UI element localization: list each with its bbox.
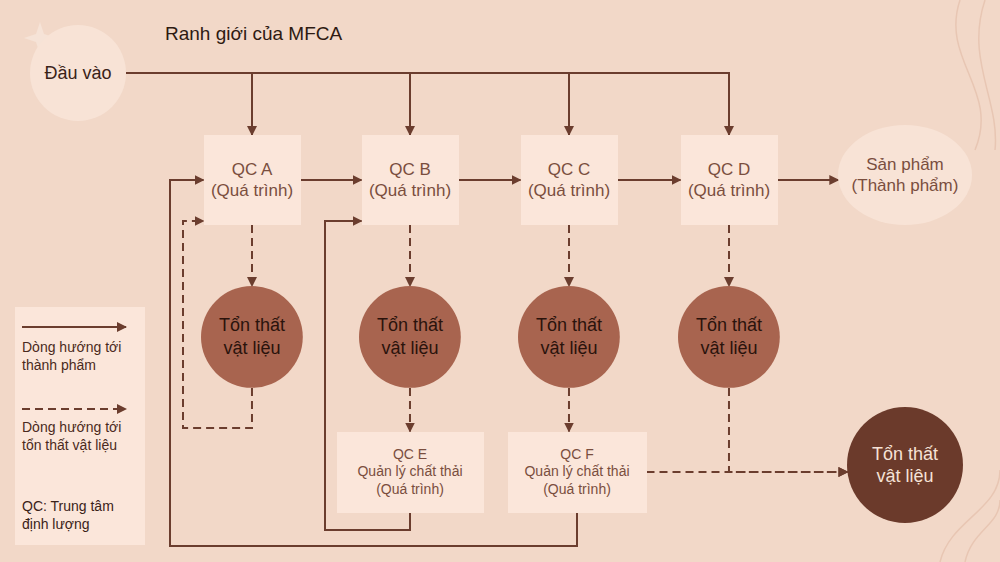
product-flow-arrow: [618, 179, 681, 181]
legend-dashed-sample: [22, 408, 126, 410]
node-text: Sản phẩm: [852, 154, 959, 175]
diagram-title: Ranh giới của MFCA: [165, 22, 342, 47]
node-text-group: QC FQuản lý chất thải(Quá trình): [524, 446, 629, 499]
node-text: QC B: [369, 159, 451, 180]
node-shape: [359, 286, 461, 388]
legend-solid-sample: [22, 326, 126, 328]
node-shape: [201, 286, 303, 388]
process-box: QC A(Quá trình): [204, 135, 301, 225]
node-text: (Quá trình): [211, 180, 293, 201]
node-text-group: Tổn thất vật liệu: [689, 314, 769, 359]
node-outline: [201, 286, 303, 388]
circle-node: Tổn thất vật liệu: [201, 286, 303, 388]
node-text: (Quá trình): [369, 180, 451, 201]
process-box: QC D(Quá trình): [681, 135, 778, 225]
node-text: Tổn thất vật liệu: [863, 443, 947, 488]
node-text: QC C: [528, 159, 610, 180]
node-text: (Quá trình): [357, 481, 462, 499]
node-text-group: QC B(Quá trình): [369, 159, 451, 202]
node-shape: [838, 125, 972, 225]
product-flow-arrow: [126, 73, 252, 135]
node-text: Tổn thất vật liệu: [689, 314, 769, 359]
node-shape: [30, 25, 126, 121]
loss-flow-arrow: [568, 225, 570, 286]
node-text-group: Tổn thất vật liệu: [863, 443, 947, 488]
node-text: Tổn thất vật liệu: [370, 314, 450, 359]
process-box: QC EQuản lý chất thải(Quá trình): [337, 432, 484, 513]
circle-node: Tổn thất vật liệu: [847, 407, 963, 523]
product-flow-arrow: [126, 73, 410, 135]
product-flow-arrow: [126, 73, 569, 135]
circle-node: Đầu vào: [30, 25, 126, 121]
circle-node: Tổn thất vật liệu: [678, 286, 780, 388]
node-text: QC E: [357, 446, 462, 464]
node-text-group: Tổn thất vật liệu: [212, 314, 292, 359]
node-text-group: Đầu vào: [44, 62, 111, 85]
legend-note: QC: Trung tâm định lượng: [22, 497, 140, 533]
node-text-group: Tổn thất vật liệu: [370, 314, 450, 359]
loss-flow-arrow: [728, 225, 730, 286]
node-text: Tổn thất vật liệu: [212, 314, 292, 359]
node-text: Tổn thất vật liệu: [529, 314, 609, 359]
node-text: QC F: [524, 446, 629, 464]
loss-flow-arrow: [568, 388, 570, 432]
loss-flow-arrow: [409, 388, 411, 432]
node-text: Quản lý chất thải: [524, 463, 629, 481]
loss-flow-arrow: [409, 225, 411, 286]
node-text: QC D: [688, 159, 770, 180]
loss-flow-arrow: [729, 388, 847, 472]
node-shape: [518, 286, 620, 388]
node-text-group: QC D(Quá trình): [688, 159, 770, 202]
node-outline: [359, 286, 461, 388]
product-flow-arrow: [459, 179, 521, 181]
node-text-group: QC EQuản lý chất thải(Quá trình): [357, 446, 462, 499]
node-shape: [847, 407, 963, 523]
node-text-group: QC A(Quá trình): [211, 159, 293, 202]
node-text: Đầu vào: [44, 62, 111, 85]
node-text: Quản lý chất thải: [357, 463, 462, 481]
node-text: QC A: [211, 159, 293, 180]
process-box: QC B(Quá trình): [362, 135, 459, 225]
legend-text: Dòng hướng tới tổn thất vật liệu: [22, 418, 140, 454]
node-outline: [518, 286, 620, 388]
node-outline: [847, 407, 963, 523]
legend-text: Dòng hướng tới thành phẩm: [22, 338, 140, 374]
node-shape: [678, 286, 780, 388]
node-outline: [838, 125, 972, 225]
product-flow-arrow: [778, 179, 839, 181]
node-text: (Quá trình): [524, 481, 629, 499]
ellipse-node: Sản phẩm(Thành phẩm): [838, 125, 972, 225]
node-text: (Quá trình): [528, 180, 610, 201]
circle-node: Tổn thất vật liệu: [359, 286, 461, 388]
loss-flow-arrow: [251, 225, 253, 286]
node-text: (Quá trình): [688, 180, 770, 201]
process-box: QC C(Quá trình): [521, 135, 618, 225]
circle-node: Tổn thất vật liệu: [518, 286, 620, 388]
node-text: (Thành phẩm): [852, 175, 959, 196]
node-text-group: Tổn thất vật liệu: [529, 314, 609, 359]
legend-panel: [15, 307, 145, 545]
node-text-group: Sản phẩm(Thành phẩm): [852, 154, 959, 197]
product-flow-arrow: [126, 73, 729, 135]
node-outline: [678, 286, 780, 388]
decoration: [24, 0, 1000, 562]
product-flow-arrow: [301, 179, 362, 181]
node-text-group: QC C(Quá trình): [528, 159, 610, 202]
process-box: QC FQuản lý chất thải(Quá trình): [508, 432, 647, 513]
